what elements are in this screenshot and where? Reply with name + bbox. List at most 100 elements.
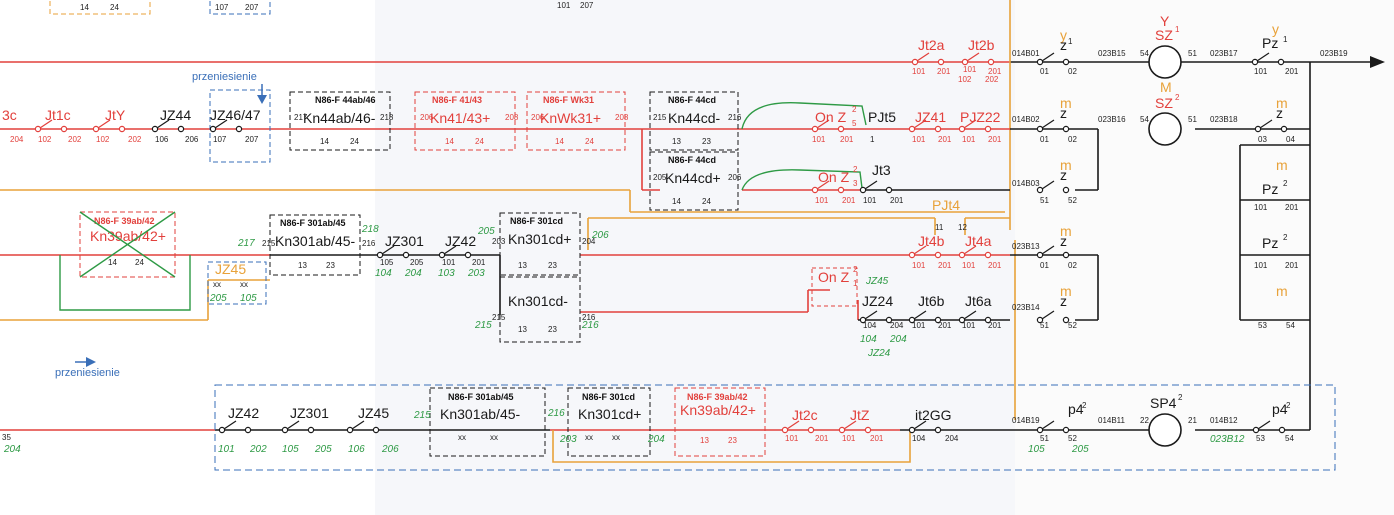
signal-label: z	[1060, 37, 1067, 53]
relay-term: 13	[700, 436, 709, 445]
signal-sup: 2	[1283, 233, 1288, 242]
green-note: 105	[240, 293, 257, 304]
signal-letter: y	[1060, 27, 1067, 43]
contact-num: 201	[842, 196, 856, 205]
contact-num: 201	[937, 67, 951, 76]
contact-terminal	[838, 426, 846, 434]
green-note: 105	[1028, 444, 1045, 455]
relay-code: N86-F 44cd	[668, 95, 716, 105]
contact-terminal	[987, 58, 995, 66]
contact-blade	[1041, 119, 1055, 129]
contact-num: 201	[938, 135, 952, 144]
contact-num: 202	[68, 135, 82, 144]
dashed-frames	[207, 89, 1336, 471]
green-note: 204	[404, 268, 422, 279]
signal-sup: 2	[1175, 93, 1180, 102]
node-id: 023B16	[1098, 115, 1126, 124]
contact-num: 101	[912, 261, 926, 270]
contact-terminal	[958, 251, 966, 259]
contact-label: JZ42	[445, 233, 476, 249]
signal-label: Pz	[1262, 181, 1278, 197]
relay-kn301cd-minus: Kn301cd- 215 216 13 23	[492, 276, 596, 343]
onz-label: On Z	[815, 109, 847, 125]
contact-label: JZ41	[915, 109, 946, 125]
relay-code: N86-F 301ab/45	[448, 392, 514, 402]
jz45-contact: JZ45 xx xx 205 105	[209, 261, 257, 304]
onz-sub: 1	[853, 279, 858, 288]
contact-label: JtY	[105, 107, 126, 123]
contact-label: JZ42	[228, 405, 259, 421]
contact-terminal	[934, 426, 942, 434]
signal-label: SP4	[1150, 395, 1177, 411]
node-id: 014B03	[1012, 179, 1040, 188]
green-note: 105	[282, 444, 299, 455]
row4-green-notes: 217 218 205 206 104 204 103 203	[237, 224, 609, 279]
contact-pin: xx	[213, 280, 221, 289]
contact-terminal	[908, 251, 916, 259]
green-note: 104	[375, 268, 392, 279]
relay-pin: 203	[492, 237, 506, 246]
contact-terminal	[1251, 58, 1259, 66]
contact-blade	[786, 420, 800, 430]
relay-kn301cd-plus: N86-F 301cd Kn301cd+ 203 204 13 23	[492, 212, 596, 276]
contact-blade	[286, 420, 300, 430]
signal-label: z	[1060, 167, 1067, 183]
contact-terminal	[1277, 58, 1285, 66]
contact-terminal	[1036, 251, 1044, 259]
onz-sup: 2	[853, 165, 858, 174]
terminal: 51	[1040, 321, 1049, 330]
contact-label: JZ24	[862, 293, 893, 309]
contact-terminal	[811, 125, 819, 133]
relay-knwk31: N86-F Wk31 KnWk31+ 206 208 14 24	[526, 91, 629, 151]
contact-terminal	[60, 125, 68, 133]
contact-terminal	[908, 316, 916, 324]
top-scrap-boxes: 14 24 107 207 101 207	[49, 0, 594, 15]
contact-num: 204	[10, 135, 24, 144]
signal-sp4: SP4 2	[1148, 393, 1183, 447]
contact-terminal	[934, 251, 942, 259]
contact-label: PJt4	[932, 197, 960, 213]
onz-sub: 3	[853, 179, 858, 188]
contact-num: 205	[410, 258, 424, 267]
scrap-num: 107	[215, 3, 229, 12]
relay-name: Kn44cd-	[668, 110, 720, 126]
signal-letter: y	[1272, 21, 1279, 37]
relay-term: 24	[585, 137, 594, 146]
contact-blade	[966, 52, 980, 62]
contact-num: 106	[155, 135, 169, 144]
contact-terminal	[837, 125, 845, 133]
relay-pin: 217	[294, 113, 308, 122]
relay-pin: 206	[420, 113, 434, 122]
signal-label: z	[1060, 293, 1067, 309]
contact-blade	[843, 420, 857, 430]
contact-blade	[1041, 420, 1055, 430]
green-note: 204	[889, 334, 907, 345]
signal-letter: m	[1060, 157, 1072, 173]
terminal: 01	[1040, 135, 1049, 144]
relay-kn44cd-minus: N86-F 44cd Kn44cd- 215 216 13 23	[649, 91, 742, 151]
contact-label: Jt6a	[965, 293, 992, 309]
terminal: 201	[1285, 67, 1299, 76]
contact-label: Jt4a	[965, 233, 992, 249]
relay-pin: xx	[490, 433, 498, 442]
onz-label: On Z	[818, 269, 850, 285]
contact-label: Jt6b	[918, 293, 945, 309]
contact-blade	[223, 420, 237, 430]
green-note: 215	[413, 410, 431, 421]
contact-terminal	[1252, 426, 1260, 434]
contact-blade	[1257, 420, 1271, 430]
signal-letter: m	[1060, 223, 1072, 239]
contact-terminal	[92, 125, 100, 133]
contact-blade	[864, 180, 878, 190]
contact-num: 101	[785, 434, 799, 443]
relay-pin: 216	[728, 113, 742, 122]
signal-sup: 1	[1068, 37, 1073, 46]
relay-pin: 206	[531, 113, 545, 122]
terminal: 22	[1140, 416, 1149, 425]
contact-num: 202	[985, 75, 999, 84]
contact-terminal	[177, 125, 185, 133]
signal-label: z	[1060, 233, 1067, 249]
green-note: 103	[438, 268, 455, 279]
terminal: 01	[1040, 67, 1049, 76]
